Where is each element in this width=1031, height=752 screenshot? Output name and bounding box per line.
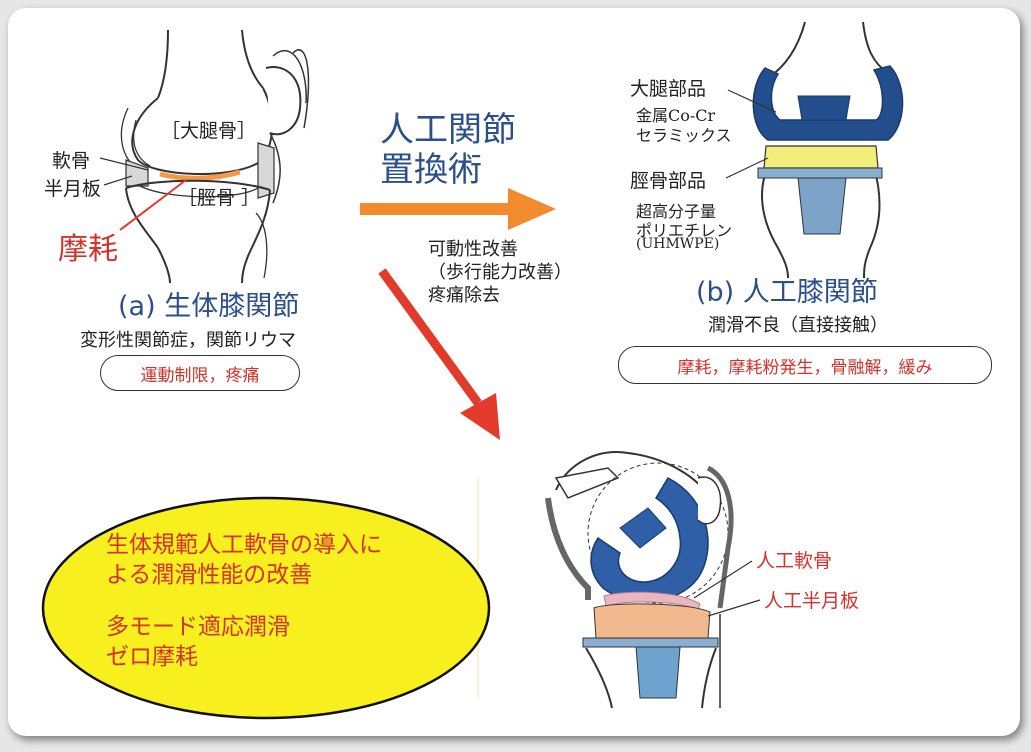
ellipse-line3: 多モード適応潤滑 bbox=[106, 614, 290, 640]
femoral-material-line2: セラミックス bbox=[636, 126, 732, 145]
label-artificial-cartilage: 人工軟骨 bbox=[756, 550, 833, 572]
label-tibial-component: 脛骨部品 bbox=[630, 170, 707, 192]
artificial-knee-subtitle: 潤滑不良（直接接触） bbox=[708, 315, 888, 336]
natural-knee-subtitle: 変形性関節症，関節リウマ bbox=[80, 330, 296, 351]
effect-line3: 疼痛除去 bbox=[428, 285, 500, 306]
label-femoral-component: 大腿部品 bbox=[630, 78, 707, 100]
ellipse-line2: よる潤滑性能の改善 bbox=[106, 562, 313, 588]
ellipse-line4: ゼロ摩耗 bbox=[106, 644, 198, 670]
proposal-ellipse bbox=[41, 496, 491, 720]
tibial-material-line1: 超高分子量 bbox=[636, 202, 717, 221]
diagram-card: ［大腿骨］ ［脛骨 ］ 軟骨 半月板 摩耗 (a) 生体膝関節 変形性関節症，関… bbox=[8, 8, 1020, 736]
label-tibia: ［脛骨 ］ bbox=[178, 187, 261, 209]
tibial-material-line2: ポリエチレン bbox=[636, 221, 733, 240]
left-leader-lines bbox=[99, 157, 149, 186]
diagram-artwork bbox=[41, 21, 904, 720]
artificial-knee-problem-pill: 摩耗，摩耗粉発生，骨融解，緩み bbox=[618, 346, 992, 384]
bottom-leader-lines bbox=[693, 560, 761, 617]
improvement-arrow bbox=[378, 268, 500, 440]
label-meniscus: 半月板 bbox=[44, 178, 102, 200]
label-wear: 摩耗 bbox=[58, 232, 118, 267]
bioinspired-knee-illustration bbox=[545, 451, 734, 709]
tibial-material-line3: (UHMWPE) bbox=[636, 236, 720, 252]
wear-leader-line bbox=[119, 179, 187, 231]
artificial-knee-illustration bbox=[752, 21, 904, 279]
natural-knee-title: (a) 生体膝関節 bbox=[118, 291, 300, 322]
label-artificial-meniscus: 人工半月板 bbox=[764, 590, 860, 612]
ellipse-line1: 生体規範人工軟骨の導入に bbox=[106, 532, 382, 558]
natural-knee-illustration bbox=[120, 29, 310, 284]
replacement-arrow bbox=[360, 188, 556, 230]
femoral-material-line1: 金属Co-Cr bbox=[636, 106, 716, 125]
effect-line1: 可動性改善 bbox=[428, 239, 518, 260]
replacement-heading-line2: 置換術 bbox=[380, 150, 482, 190]
label-cartilage: 軟骨 bbox=[52, 150, 91, 172]
replacement-heading-line1: 人工関節 bbox=[380, 110, 516, 150]
effect-line2: （歩行能力改善） bbox=[428, 262, 572, 283]
artificial-knee-title: (b) 人工膝関節 bbox=[696, 277, 878, 308]
right-leader-lines bbox=[725, 89, 777, 179]
label-femur: ［大腿骨］ bbox=[161, 120, 257, 142]
natural-knee-problem-pill: 運動制限，疼痛 bbox=[100, 355, 300, 391]
